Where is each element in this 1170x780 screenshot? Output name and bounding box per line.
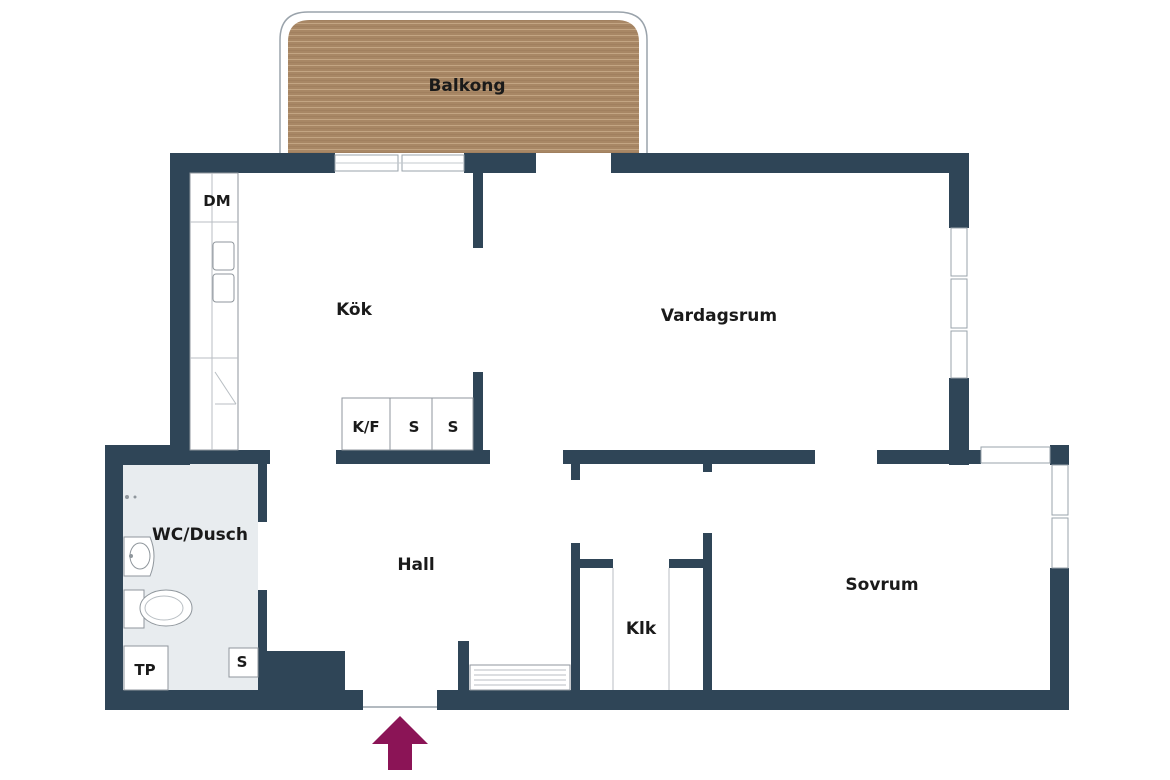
- stove-line-1: [214, 371, 237, 405]
- wall-hall-stub: [458, 641, 469, 690]
- tumble-dryer: [123, 645, 169, 691]
- label-balkong: Balkong: [428, 76, 505, 96]
- wall-bath-top-inner: [170, 450, 270, 464]
- closet-shelves: [612, 568, 670, 690]
- wall-top-left: [170, 153, 335, 173]
- counter: [189, 172, 239, 451]
- wall-kitchen-left: [170, 153, 190, 465]
- wardrobe-2: [431, 397, 474, 451]
- washbasin-drain: [129, 554, 133, 558]
- wall-bath-right-top: [258, 464, 267, 522]
- label-s2: S: [448, 418, 459, 436]
- label-klk: Klk: [626, 619, 657, 639]
- window-living-3: [950, 330, 968, 379]
- label-s1: S: [409, 418, 420, 436]
- toilet-seat: [144, 595, 184, 621]
- windows: [334, 154, 1069, 708]
- sink-basin-2: [212, 273, 235, 303]
- appliances: [341, 397, 474, 451]
- wall-closet-right-top: [669, 559, 703, 568]
- label-kf: K/F: [352, 418, 379, 436]
- window-bedroom-top: [980, 446, 1051, 464]
- bath-storage: [228, 647, 259, 678]
- wall-living-right-top: [949, 153, 969, 228]
- wall-kitchen-hall: [336, 450, 490, 464]
- label-sovrum: Sovrum: [845, 575, 918, 595]
- toilet-bowl: [139, 589, 193, 627]
- wall-bedroom-right-top: [1050, 445, 1069, 465]
- label-tp: TP: [134, 661, 155, 679]
- wall-bottom-left: [105, 690, 363, 710]
- wardrobe-1: [389, 397, 433, 451]
- wall-living-bedroom: [877, 450, 981, 464]
- shower-dot: [133, 495, 137, 499]
- sink-basin-1: [212, 241, 235, 271]
- balcony-railing: [279, 11, 648, 153]
- window-bedroom-1: [1051, 464, 1069, 516]
- label-dm: DM: [203, 192, 230, 210]
- label-s-wc: S: [237, 653, 248, 671]
- radiator-body: [469, 664, 571, 691]
- entrance-arrow-icon: [372, 716, 428, 770]
- wall-partition-lower: [473, 372, 483, 464]
- balcony: [279, 11, 648, 153]
- wall-top-right: [611, 153, 969, 173]
- wall-closet-left-top: [580, 559, 613, 568]
- wall-hall-block: [267, 651, 345, 691]
- window-living-1: [950, 227, 968, 277]
- wall-stub-1: [571, 464, 580, 480]
- wall-bottom-right: [437, 690, 1069, 710]
- wall-stub-2: [703, 464, 712, 472]
- wall-partition-upper: [473, 173, 483, 248]
- wall-living-right-bottom: [949, 378, 969, 465]
- label-wc-dusch: WC/Dusch: [152, 525, 248, 545]
- kitchen-counter: [189, 172, 239, 451]
- label-vardagsrum: Vardagsrum: [661, 306, 777, 326]
- room-labels: Balkong Kök Vardagsrum Hall WC/Dusch Sov…: [152, 76, 919, 639]
- label-hall: Hall: [397, 555, 434, 575]
- wall-living-hall: [563, 450, 815, 464]
- wall-bedroom-right-bottom: [1050, 568, 1069, 710]
- shower-head: [125, 495, 129, 499]
- fridge-freezer: [341, 397, 391, 451]
- wall-closet-right: [703, 533, 712, 690]
- radiator: [469, 664, 571, 691]
- window-living-2: [950, 278, 968, 329]
- window-bedroom-2: [1051, 517, 1069, 569]
- walls: [105, 153, 1069, 710]
- label-kok: Kök: [336, 300, 373, 320]
- wall-bath-right-bottom: [258, 590, 267, 690]
- balcony-deck: [288, 20, 639, 153]
- wall-closet-left: [571, 543, 580, 690]
- wall-bath-left: [105, 445, 123, 710]
- bathroom-fixtures: [123, 495, 259, 691]
- fixture-labels: DM K/F S S S TP: [134, 192, 458, 679]
- wall-top-mid: [464, 153, 536, 173]
